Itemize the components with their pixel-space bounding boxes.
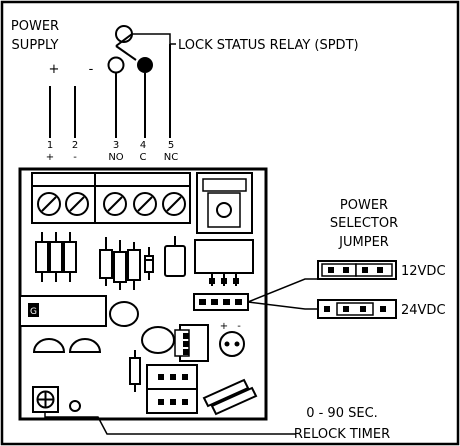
mounting-hole — [69, 400, 81, 412]
capacitor — [164, 236, 186, 277]
lock-status-relay-label: LOCK STATUS RELAY (SPDT) — [178, 38, 359, 53]
relay-arm-upper — [115, 33, 133, 47]
three-pin-connector — [174, 324, 209, 362]
screw-terminal-1 — [37, 192, 61, 216]
oval-component-2 — [141, 326, 175, 354]
screw-terminal-2 — [65, 192, 89, 216]
terminal-2-number: 2 — [72, 140, 78, 151]
voltage-regulator — [194, 172, 254, 286]
power-selector-label-line3: JUMPER — [338, 235, 389, 250]
relay-connector-block — [146, 364, 198, 414]
led-plus-sign: + — [220, 321, 228, 332]
relay-leader-line — [132, 33, 176, 45]
minus-sign: - — [89, 62, 94, 77]
resistor-group-1 — [35, 232, 77, 282]
power-supply-label-line1: POWER — [11, 19, 59, 34]
led-minus-sign: - — [237, 321, 241, 332]
jumper-leader-12v — [247, 278, 318, 303]
screw-terminal-4 — [133, 192, 157, 216]
terminal-5-number: 5 — [168, 140, 174, 151]
24vdc-label: 24VDC — [401, 303, 446, 318]
terminal-1-number: 1 — [47, 140, 53, 151]
terminal-1-sub: + — [46, 152, 54, 163]
power-selector-label-line1: POWER — [340, 198, 388, 213]
ic-chip: G — [19, 295, 107, 327]
ic-marker-label: G — [30, 307, 37, 317]
screw-terminal-3 — [103, 192, 127, 216]
led — [219, 331, 245, 357]
terminal-5-sub: NC — [164, 152, 178, 163]
ic-marker — [28, 303, 39, 317]
terminal-2-sub: - — [73, 152, 77, 163]
jumper-leader-24v — [247, 301, 318, 310]
jumper-setting-24vdc — [317, 299, 397, 319]
resistor-vertical — [129, 350, 141, 392]
plus-sign: + — [49, 62, 60, 77]
12vdc-label: 12VDC — [401, 264, 446, 279]
relay-arm-lower — [115, 45, 137, 61]
jumper-setting-12vdc — [317, 260, 397, 280]
power-selector-label-line2: SELECTOR — [330, 216, 398, 231]
terminal-3-number: 3 — [113, 140, 119, 151]
relock-timer-potentiometer[interactable] — [32, 386, 59, 413]
relock-timer-leader — [44, 412, 296, 435]
diode — [144, 247, 154, 280]
terminal-block — [31, 172, 191, 224]
half-circle-component-1 — [32, 338, 66, 353]
power-supply-label-line2: SUPPLY — [12, 38, 59, 53]
oval-component — [109, 301, 139, 327]
terminal-3-sub: NO — [108, 152, 123, 163]
terminal-4-sub: C — [140, 152, 147, 163]
terminal-4-number: 4 — [140, 140, 146, 151]
screw-terminal-5 — [162, 192, 186, 216]
relock-timer-range: 0 - 90 SEC. — [306, 406, 378, 421]
half-circle-component-2 — [68, 338, 102, 353]
relay-no-contact — [107, 56, 125, 74]
board-jumper-header — [193, 293, 249, 311]
relock-timer-label: RELOCK TIMER — [294, 427, 390, 442]
diagonal-component — [202, 378, 258, 416]
resistor-group-2 — [99, 237, 141, 290]
relay-common-contact — [137, 57, 153, 73]
